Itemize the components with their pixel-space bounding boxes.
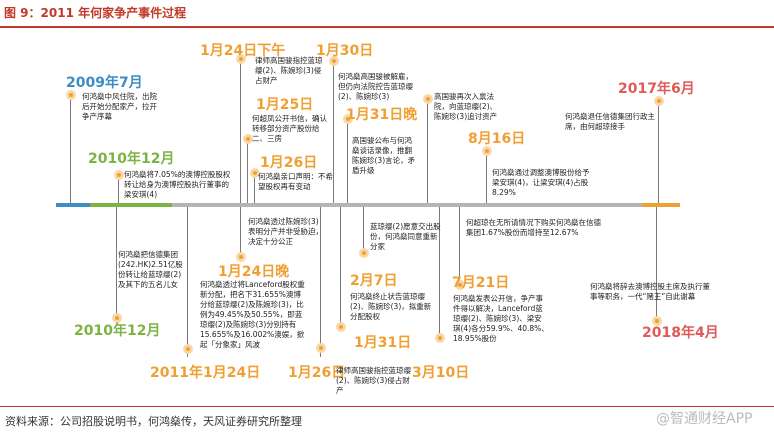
connector-line: [459, 207, 460, 285]
connector-line: [254, 172, 255, 203]
event-date: 2月7日: [350, 273, 398, 289]
event-dot: [236, 54, 246, 64]
event-date: 2009年7月: [66, 75, 143, 91]
connector-line: [118, 175, 119, 203]
event-dot: [482, 146, 492, 156]
event-dot: [66, 90, 76, 100]
event-description: 高国骏公布与何鸿燊谈话录像，推翻陈婉珍(3)言论，矛盾升级: [352, 136, 416, 175]
event-dot: [236, 252, 246, 262]
timeline-segment-2011: [172, 203, 642, 207]
event-description: 何鸿燊发表公开信，争产事件得以解决，Lanceford蓝琼缨(2)、陈婉珍(3)…: [453, 294, 549, 343]
event-date: 1月25日: [256, 97, 314, 113]
event-date: 8月16日: [468, 131, 526, 147]
connector-line: [247, 140, 248, 203]
connector-line: [427, 97, 428, 203]
event-dot: [316, 343, 326, 353]
event-description: 何鸿燊终止状告蓝琼缨(2)、陈婉珍(3)，拟重新分配股权: [350, 292, 432, 321]
event-dot: [652, 316, 662, 326]
event-dot: [114, 170, 124, 180]
event-description: 律师高国骏指控蓝琼缨(2)、陈婉珍(3)侵占财产: [336, 366, 411, 395]
event-date: 2011年1月24日: [150, 365, 261, 381]
event-description: 何超琼在无所请情况下购买何鸿燊在信德集团1.67%股份而增持至12.67%: [466, 218, 601, 237]
event-date: 1月26日: [288, 365, 346, 381]
connector-line: [486, 150, 487, 203]
event-description: 何鸿燊将7.05%的澳博控股股权转让给身为澳博控股执行董事的梁安琪(4): [124, 170, 231, 199]
connector-line: [347, 118, 348, 203]
event-date: 1月31日晚: [346, 107, 418, 123]
event-description: 何鸿燊高国骏被解雇，但仍向法院控告蓝琼缨(2)、陈婉珍(3): [338, 72, 413, 101]
event-description: 律师高国骏指控蓝琼缨(2)、陈婉珍(3)侵占财产: [255, 56, 323, 85]
event-date: 2010年12月: [74, 323, 161, 339]
figure-header: 图 9：2011 年何家争产事件过程: [0, 0, 774, 28]
connector-line: [658, 100, 659, 203]
connector-line: [70, 96, 71, 203]
event-dot: [329, 56, 339, 66]
event-date: 2017年6月: [618, 81, 695, 97]
timeline-segment-2009: [56, 203, 90, 207]
connector-line: [656, 207, 657, 320]
connector-line: [340, 207, 341, 327]
event-date: 1月30日: [316, 43, 374, 59]
event-description: 何鸿燊退任信德集团行政主席，由何超琼接手: [565, 112, 655, 131]
event-dot: [250, 168, 260, 178]
event-date: 7月21日: [452, 275, 510, 291]
connector-line: [240, 207, 241, 257]
event-dot: [423, 94, 433, 104]
connector-line: [187, 207, 188, 357]
event-dot: [455, 280, 465, 290]
event-description: 何鸿燊通过调整澳博股份给予梁安琪(4)，让梁安琪(4)占股8.29%: [492, 168, 590, 197]
event-dot: [336, 322, 346, 332]
event-description: 高国骏再次入禀法院，向蓝琼缨(2)、陈婉珍(3)追讨资产: [434, 92, 498, 121]
connector-line: [333, 56, 334, 203]
figure-title: 图 9：2011 年何家争产事件过程: [4, 6, 187, 20]
event-date: 3月10日: [412, 365, 470, 381]
timeline-segment-2017: [642, 203, 680, 207]
event-date: 1月31日: [354, 335, 412, 351]
watermark: @智通财经APP: [656, 411, 753, 427]
event-dot: [343, 114, 353, 124]
event-date: 2018年4月: [642, 325, 719, 341]
event-description: 蓝琼缨(2)愿意交出股份，何鸿燊同意重新分家: [370, 222, 441, 251]
event-dot: [243, 134, 253, 144]
event-description: 何鸿燊透过将Lanceford股权重新分配，把名下31.655%澳博分给蓝琼缨(…: [200, 280, 305, 349]
event-description: 何鸿燊将辞去澳博控股主席及执行董事等职务，一代“赌王”自此谢幕: [590, 282, 710, 301]
source-note: 资料来源：公司招股说明书，何鸿燊传，天风证券研究所整理: [5, 415, 302, 428]
event-date: 1月26日: [260, 155, 318, 171]
event-date: 2010年12月: [88, 151, 175, 167]
connector-line: [439, 207, 440, 337]
footer-divider: [0, 406, 774, 407]
event-description: 何鸿燊透过陈婉珍(3)表明分产并非受胁迫，决定十分公正: [248, 217, 323, 246]
event-dot: [359, 248, 369, 258]
event-description: 何鸿燊中风住院，出院后开始分配家产，拉开争产序幕: [82, 92, 157, 121]
connector-line: [320, 207, 321, 357]
event-dot: [435, 333, 445, 343]
timeline-segment-2010: [90, 203, 172, 207]
event-description: 何超凤公开书信，确认转移部分资产股份给二、三房: [252, 114, 327, 143]
event-date: 1月24日下午: [200, 43, 286, 59]
event-description: 何鸿燊亲口声明：不希望股权再有变动: [258, 172, 333, 191]
event-dot: [654, 96, 664, 106]
event-description: 何鸿燊把信德集团(242.HK)2.51亿股份转让给蓝琼缨(2)及其下的五名儿女: [118, 250, 183, 289]
event-dot: [112, 313, 122, 323]
connector-line: [116, 207, 117, 317]
connector-line: [240, 52, 241, 203]
connector-line: [363, 207, 364, 252]
event-dot: [183, 344, 193, 354]
event-date: 1月24日晚: [218, 264, 290, 280]
